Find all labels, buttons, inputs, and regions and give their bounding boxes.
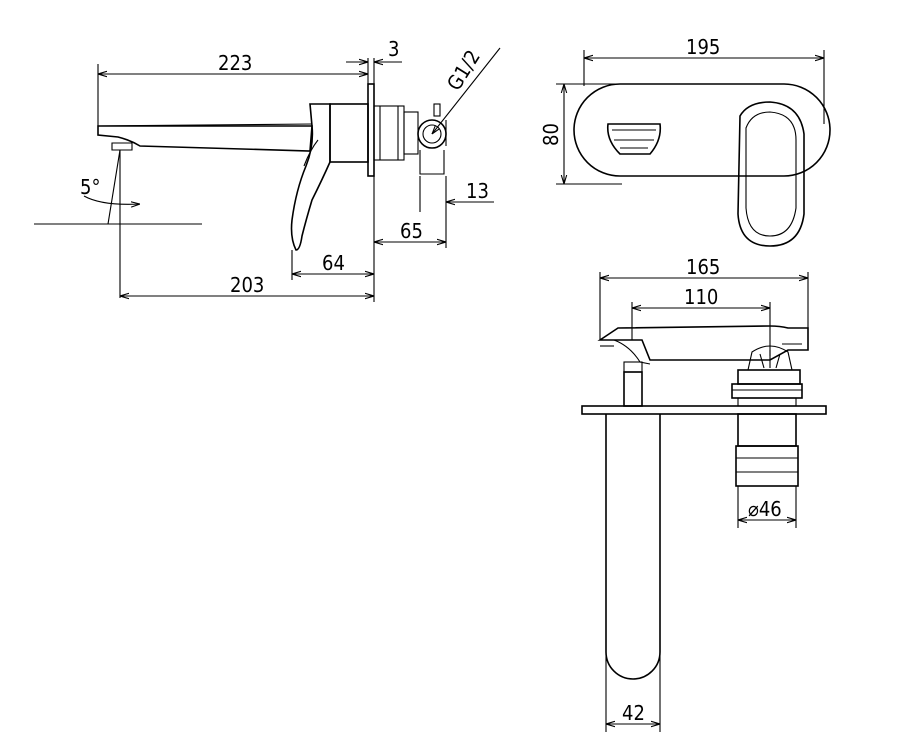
cartridge-body (737, 413, 797, 447)
dim-reach-label: 203 (230, 273, 264, 297)
front-view: 195 80 (539, 35, 831, 247)
wall-plate-top (581, 405, 827, 415)
spout-tube (605, 414, 661, 680)
dim-diameter-label: ⌀46 (748, 497, 782, 521)
dim-outer-label: 165 (686, 255, 720, 279)
dim-total-length-label: 223 (218, 51, 252, 75)
valve-body (329, 103, 369, 163)
spout-outlet (606, 123, 662, 155)
dim-angle-label: 5° (80, 175, 100, 199)
dim-height-label: 80 (539, 123, 563, 146)
dim-width-label: 195 (686, 35, 720, 59)
dim-offset-label: 13 (466, 179, 489, 203)
dim-centers-label: 110 (684, 285, 718, 309)
spout-top (597, 325, 809, 361)
lever-front (737, 101, 805, 247)
spout-outline (97, 125, 313, 152)
front-plate (573, 83, 831, 177)
top-view: 165 110 ⌀46 42 (581, 255, 827, 732)
side-view: 5° G1/2 223 3 13 (34, 37, 501, 302)
dim-handle-label: 64 (322, 251, 345, 275)
dim-thread-label: G1/2 (442, 46, 485, 95)
lever-handle (290, 103, 331, 251)
dim-spout-label: 42 (622, 701, 645, 725)
spout-stem (623, 361, 643, 373)
dim-depth-label: 65 (400, 219, 423, 243)
dim-plate-label: 3 (388, 37, 399, 61)
wall-plate (367, 83, 375, 177)
